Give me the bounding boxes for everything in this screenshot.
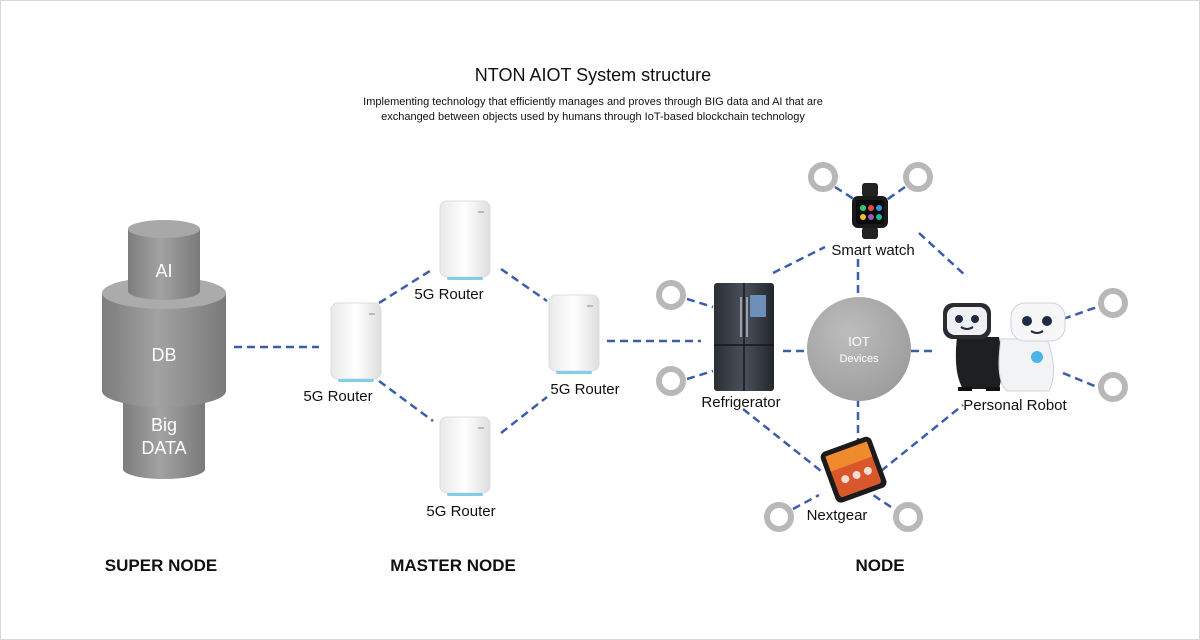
cylinder-ai-label: AI xyxy=(155,261,172,281)
ring-icon xyxy=(656,280,686,310)
cylinder-db-label: DB xyxy=(151,345,176,365)
link-watch-to-robot xyxy=(918,232,968,278)
link-fridge-to-phone xyxy=(742,408,822,472)
smart-watch-label: Smart watch xyxy=(831,242,914,259)
router-left: 5G Router xyxy=(303,302,382,405)
ring-icon xyxy=(893,502,923,532)
nextgear-label: Nextgear xyxy=(807,507,868,524)
ring-icon xyxy=(1098,372,1128,402)
iot-hub-label-1: IOT xyxy=(848,334,870,349)
super-node-database-stack: Big DATA DB AI xyxy=(102,220,226,479)
super-node-label: SUPER NODE xyxy=(105,556,217,575)
diagram-subtitle-line-1: Implementing technology that efficiently… xyxy=(363,96,823,108)
refrigerator-device: Refrigerator xyxy=(701,283,781,411)
link-robot-ring-top xyxy=(1062,305,1098,321)
personal-robot-label: Personal Robot xyxy=(963,397,1067,414)
link-phone-ring-right xyxy=(872,493,892,509)
router-top-label: 5G Router xyxy=(414,286,483,303)
link-phone-ring-left xyxy=(792,493,820,511)
router-left-label: 5G Router xyxy=(303,388,372,405)
link-fridge-ring-top xyxy=(686,297,714,309)
iot-hub-label-2: Devices xyxy=(839,353,879,365)
connection-links xyxy=(234,185,1098,511)
link-fridge-to-watch xyxy=(772,245,826,275)
ring-icon xyxy=(903,162,933,192)
ring-icon xyxy=(656,366,686,396)
link-router-top-to-right xyxy=(500,267,548,303)
master-node-label: MASTER NODE xyxy=(390,556,516,575)
router-top: 5G Router xyxy=(414,200,491,303)
link-router-left-to-bottom xyxy=(378,379,434,423)
cylinder-ai: AI xyxy=(128,220,200,300)
link-router-bottom-to-right xyxy=(500,396,548,434)
router-right: 5G Router xyxy=(548,294,620,398)
router-right-label: 5G Router xyxy=(550,381,619,398)
refrigerator-label: Refrigerator xyxy=(701,394,780,411)
cylinder-big-data-label-1: Big xyxy=(151,415,177,435)
router-bottom-label: 5G Router xyxy=(426,503,495,520)
diagram-title: NTON AIOT System structure xyxy=(475,65,711,85)
link-phone-to-robot xyxy=(880,404,964,472)
node-label: NODE xyxy=(855,556,904,575)
ring-icon xyxy=(764,502,794,532)
iot-devices-hub: IOT Devices xyxy=(807,297,911,401)
link-router-left-to-top xyxy=(378,267,434,305)
diagram-subtitle-line-2: exchanged between objects used by humans… xyxy=(381,111,805,123)
smart-watch-device: Smart watch xyxy=(831,183,915,259)
nextgear-phone-device: Nextgear xyxy=(807,436,887,524)
link-fridge-ring-bottom xyxy=(686,369,714,381)
ring-icon xyxy=(1098,288,1128,318)
link-watch-ring-left xyxy=(834,185,858,203)
router-bottom: 5G Router xyxy=(426,416,496,520)
link-watch-ring-right xyxy=(884,185,906,203)
link-robot-ring-bottom xyxy=(1062,371,1098,389)
personal-robot-device: Personal Robot xyxy=(943,302,1068,414)
ring-icon xyxy=(808,162,838,192)
cylinder-big-data-label-2: DATA xyxy=(141,438,186,458)
peripheral-rings xyxy=(656,162,1128,532)
